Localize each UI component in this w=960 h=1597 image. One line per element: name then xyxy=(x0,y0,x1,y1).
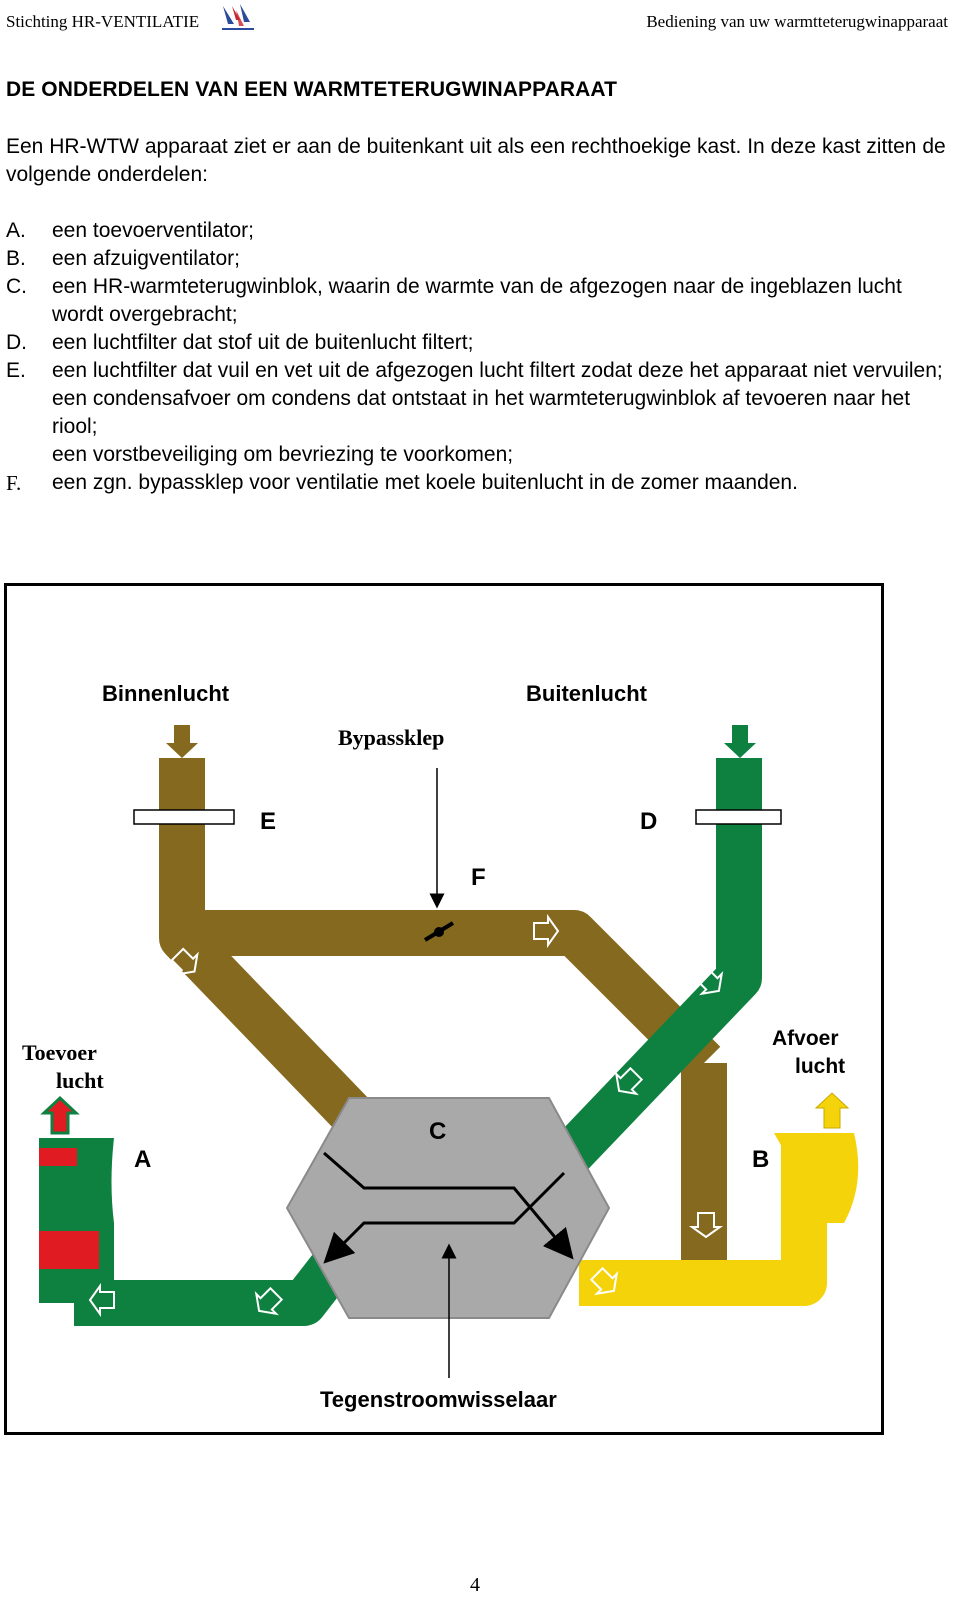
label-bypassklep: Bypassklep xyxy=(338,725,444,750)
organisation-logo-icon xyxy=(222,4,254,30)
counterflow-arrows xyxy=(323,1151,574,1264)
bypass-damper-pivot xyxy=(434,927,444,937)
flow-arrow-icon xyxy=(170,947,199,976)
heat-exchanger xyxy=(285,1097,611,1319)
flow-arrows xyxy=(88,913,724,1318)
header-right: Bediening van uw warmtteterugwinapparaat xyxy=(646,12,948,31)
list-item: C.een HR-warmteterugwinblok, waarin de w… xyxy=(6,275,902,326)
binnenlucht-arrow-icon xyxy=(166,725,198,758)
label-c: C xyxy=(429,1118,446,1145)
page-title: DE ONDERDELEN VAN EEN WARMTETERUGWINAPPA… xyxy=(6,78,618,101)
flow-arrow-icon xyxy=(589,1266,619,1296)
label-afvoer-line2: lucht xyxy=(795,1055,845,1078)
flow-arrow-icon xyxy=(88,1282,115,1318)
label-toevoer-line2: lucht xyxy=(56,1068,104,1093)
counterflow-line-1 xyxy=(323,1151,574,1260)
list-item: F.een zgn. bypassklep voor ventilatie me… xyxy=(6,471,798,495)
supply-fan-red-band-2 xyxy=(39,1231,99,1269)
header-left: Stichting HR-VENTILATIE xyxy=(6,12,200,31)
supply-fan-red-band-1 xyxy=(39,1148,77,1166)
list-item: B.een afzuigventilator; xyxy=(6,247,240,270)
hr-wtw-diagram: Binnenlucht Buitenlucht Bypassklep E D F… xyxy=(4,583,884,1435)
counterflow-line-2 xyxy=(323,1171,566,1264)
label-binnenlucht: Binnenlucht xyxy=(102,681,230,706)
brown-duct-bypass xyxy=(182,910,721,1080)
flow-arrow-icon xyxy=(688,1212,724,1239)
label-d: D xyxy=(640,808,657,835)
list-item: D.een luchtfilter dat stof uit de buiten… xyxy=(6,331,474,354)
afvoer-arrow-icon xyxy=(814,1092,850,1129)
exhaust-fan-housing xyxy=(774,1133,859,1223)
buitenlucht-arrow-icon xyxy=(724,725,756,758)
list-item: een condensafvoer om condens dat ontstaa… xyxy=(52,387,911,438)
flow-arrow-icon xyxy=(533,913,560,949)
list-item: A.een toevoerventilator; xyxy=(6,219,254,242)
label-a: A xyxy=(134,1146,151,1173)
label-tegenstroomwisselaar: Tegenstroomwisselaar xyxy=(320,1387,557,1412)
toevoer-arrow-icon xyxy=(40,1095,80,1135)
filter-e xyxy=(133,809,235,825)
label-buitenlucht: Buitenlucht xyxy=(526,681,648,706)
component-list: A.een toevoerventilator; B.een afzuigven… xyxy=(6,217,951,497)
flow-arrow-icon xyxy=(254,1286,284,1316)
label-e: E xyxy=(260,808,276,835)
list-item: E.een luchtfilter dat vuil en vet uit de… xyxy=(6,359,943,382)
list-item: een vorstbeveiliging om bevriezing te vo… xyxy=(52,443,514,466)
green-duct-upper xyxy=(507,758,762,1219)
flow-arrow-icon xyxy=(614,1066,644,1096)
label-afvoer-line1: Afvoer xyxy=(772,1027,839,1050)
filter-d xyxy=(695,809,782,825)
label-f: F xyxy=(471,864,486,891)
page-number: 4 xyxy=(470,1574,480,1596)
label-b: B xyxy=(752,1146,769,1173)
label-toevoer-line1: Toevoer xyxy=(22,1040,97,1065)
flow-arrow-icon xyxy=(694,966,724,996)
intro-paragraph: Een HR-WTW apparaat ziet er aan de buite… xyxy=(6,135,946,186)
diagram-svg: Binnenlucht Buitenlucht Bypassklep E D F… xyxy=(4,583,884,1435)
